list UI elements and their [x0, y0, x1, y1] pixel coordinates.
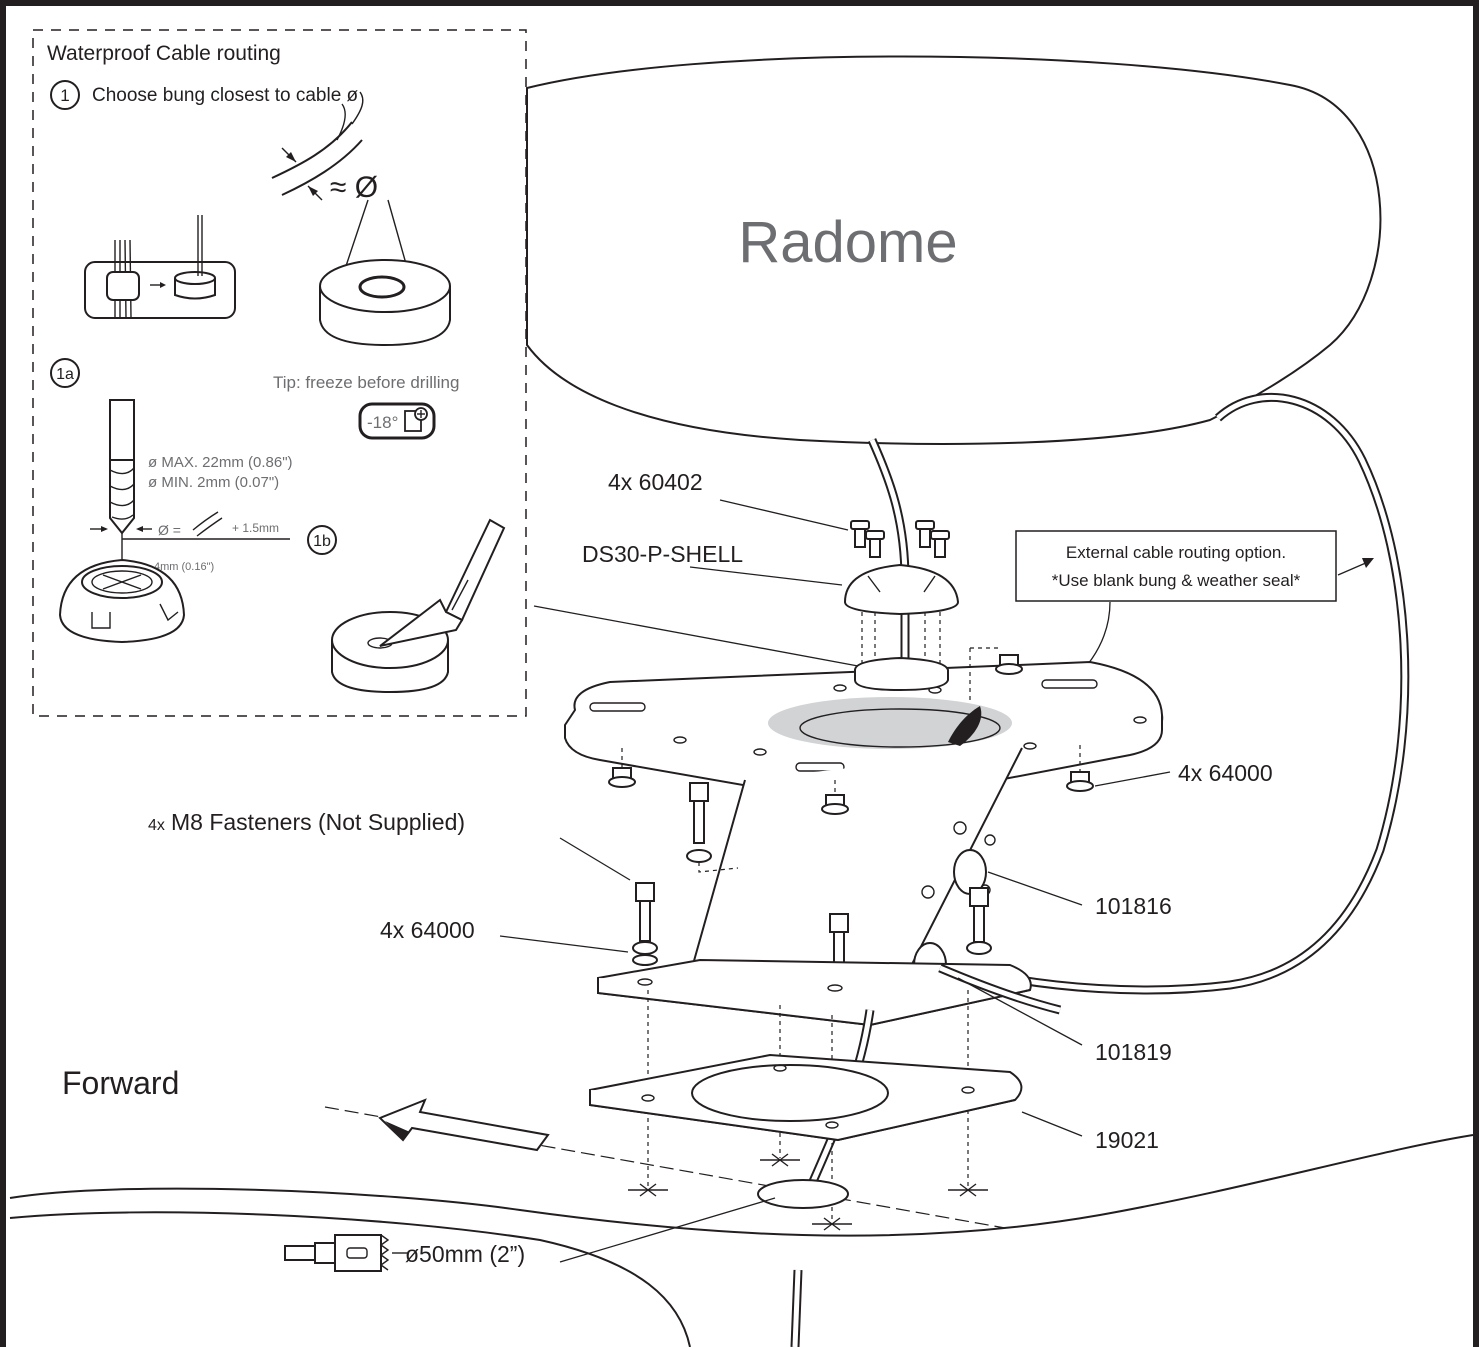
hole-saw-icon — [284, 1234, 408, 1272]
washers-right-leader — [1094, 771, 1171, 787]
cable-diameter-icon — [271, 91, 364, 201]
fasteners-label: M8 Fasteners (Not Supplied) — [171, 809, 465, 835]
deck-hole-marks — [628, 1153, 988, 1231]
external-line1: External cable routing option. — [1066, 543, 1286, 562]
washers-left-leader — [499, 935, 629, 953]
drill-plus: + 1.5mm — [232, 521, 279, 535]
deck-hole — [757, 1179, 849, 1209]
forward-arrow-icon[interactable] — [378, 1098, 550, 1152]
part-101819-leader — [957, 977, 1083, 1046]
bolts-icon — [632, 782, 992, 983]
hole-size-label: ø50mm (2”) — [405, 1241, 525, 1267]
adapter-plate — [589, 1053, 1023, 1142]
step-1b-label: 1b — [313, 533, 331, 550]
drill-formula: Ø = — [158, 522, 181, 538]
bung-1-icon — [319, 199, 451, 347]
part-101819-label: 101819 — [1095, 1039, 1172, 1065]
tip-text: Tip: freeze before drilling — [273, 373, 459, 392]
fasteners-prefix: 4x — [148, 817, 165, 834]
radome-label: Radome — [738, 210, 957, 275]
drill-min: ø MIN. 2mm (0.07") — [148, 474, 279, 491]
top-washer-icon — [969, 647, 1023, 700]
washers-left-label: 4x 64000 — [380, 917, 475, 943]
step-1-marker — [50, 80, 80, 110]
step-1a-label: 1a — [56, 366, 74, 383]
hole-size-leader — [559, 1197, 776, 1263]
forward-label: Forward — [62, 1065, 179, 1101]
washers-right-label: 4x 64000 — [1178, 760, 1273, 786]
screws-label: 4x 60402 — [608, 469, 703, 495]
freezer-badge — [358, 402, 436, 440]
knife-icon — [379, 518, 506, 647]
deck-surface — [9, 1106, 1474, 1347]
freezer-icon — [404, 407, 428, 432]
shell-icon — [843, 563, 960, 616]
external-callout-box — [1015, 530, 1337, 602]
external-cable — [958, 393, 1410, 995]
shell-label: DS30-P-SHELL — [582, 541, 743, 567]
cable-bung-icon — [84, 215, 236, 319]
part-19021-leader — [1021, 1111, 1083, 1137]
fasteners-leader — [559, 837, 631, 881]
external-line2: *Use blank bung & weather seal* — [1052, 571, 1301, 590]
drill-max: ø MAX. 22mm (0.86") — [148, 454, 293, 471]
part-101816-leader — [987, 871, 1083, 906]
inset-title: Waterproof Cable routing — [47, 42, 281, 65]
step-1a-marker — [50, 358, 80, 388]
drill-bit-icon — [109, 399, 135, 535]
radome-shape — [526, 55, 1382, 445]
seal-icon — [854, 656, 949, 692]
screws-icon — [850, 520, 950, 558]
inset-panel: Waterproof Cable routing 1 Choose bung c… — [32, 29, 527, 717]
step-1-number: 1 — [60, 86, 69, 105]
seal-leader — [533, 605, 859, 667]
approx-diameter-symbol: ≈ Ø — [330, 171, 378, 204]
step-1b-marker — [307, 525, 337, 555]
gland-cable — [790, 963, 1062, 1347]
mount-plate — [563, 660, 1164, 801]
depth-note: 4mm (0.16") — [154, 561, 214, 573]
base-plate — [597, 958, 1032, 1027]
freeze-temp: -18° — [367, 413, 398, 432]
screws-leader — [719, 499, 849, 531]
step-1-text: Choose bung closest to cable ø — [92, 85, 359, 106]
part-101816-label: 101816 — [1095, 893, 1172, 919]
cable-gland-icon — [58, 558, 186, 644]
shell-leader — [689, 566, 843, 586]
part-19021-label: 19021 — [1095, 1127, 1159, 1153]
upper-washers — [608, 745, 1094, 815]
